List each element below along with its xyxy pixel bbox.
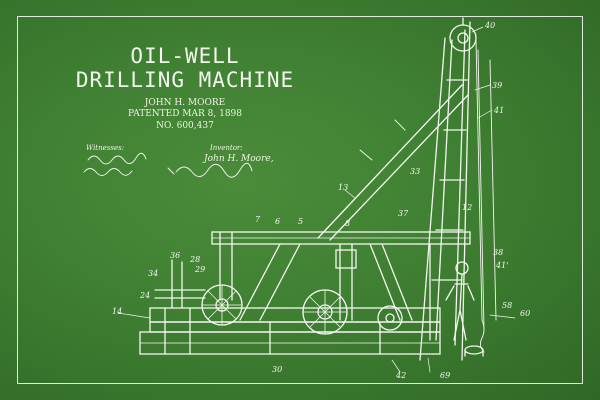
walking-beam [211,231,471,301]
inventor-label: Inventor: [210,144,243,152]
ref-numeral: 34 [148,269,158,278]
poster-title-line2: DRILLING MACHINE [75,68,295,92]
ref-numeral: 8 [345,219,350,228]
signature-scribbles [83,152,253,178]
band-wheel [201,284,243,326]
drilling-cable [475,39,485,353]
ref-numeral: 36 [170,251,180,260]
ref-numeral: 33 [410,167,420,176]
ref-numeral: 28 [189,255,200,264]
ref-numeral: 29 [194,265,205,274]
inventor-signature: John H. Moore, [204,154,274,164]
poster-border [17,16,583,384]
crown-pulley [449,17,477,52]
ref-numeral: 38 [493,248,503,257]
ref-numeral: 60 [520,309,530,318]
left-posts [154,259,206,309]
ref-numeral: 41 [493,106,504,115]
ref-numeral: 42 [395,371,406,380]
ref-numeral: 41' [495,261,508,270]
patent-number: NO. 600,437 [156,121,214,131]
ref-numeral: 30 [272,365,282,374]
operator-figure [445,261,475,341]
bull-wheel [302,289,348,335]
poster-title-line1: OIL-WELL [130,44,240,68]
ref-numeral: 14 [112,307,122,316]
machine-frame [239,243,431,341]
calf-wheel [377,305,403,331]
derrick-mast [419,21,497,361]
ref-numeral: 40 [484,21,495,30]
ref-numeral: 12 [462,203,472,212]
ref-numeral: 13 [338,183,348,192]
ref-numeral: 6 [275,217,280,226]
ref-numeral: 69 [440,371,450,380]
patent-date: PATENTED MAR 8, 1898 [127,109,243,119]
ref-numeral: 5 [298,217,303,226]
ref-numeral: 39 [492,81,502,90]
inventor-name: JOHN H. MOORE [144,98,226,108]
ref-numeral: 37 [398,209,409,218]
ref-numeral: 7 [255,215,261,224]
ref-numeral: 24 [139,291,150,300]
leader-lines [117,26,516,373]
witnesses-label: Witnesses: [86,144,125,152]
ref-numeral: 58 [502,301,512,310]
base-platform [139,307,441,355]
boom-arm [317,84,469,241]
reference-numerals: 40 39 41 33 13 37 12 7 6 5 8 36 28 29 34… [112,21,530,380]
well-head [464,345,484,357]
